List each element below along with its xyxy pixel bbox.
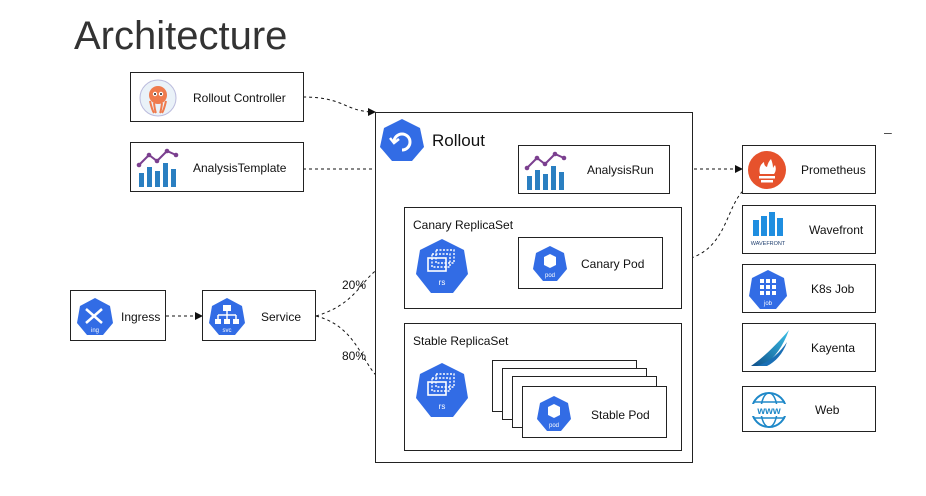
replicaset-icon: rs: [416, 363, 468, 417]
replicaset-icon: rs: [416, 239, 468, 293]
analysis-template-node: AnalysisTemplate: [130, 142, 304, 192]
kayenta-wing-icon: [751, 330, 789, 366]
www-text: www: [756, 406, 781, 417]
job-icon: job: [749, 270, 787, 309]
kayenta-label: Kayenta: [811, 341, 856, 355]
wavefront-logo-icon: WAVEFRONT: [751, 212, 786, 247]
rs-caption: rs: [439, 402, 446, 411]
argo-octopus-icon: [139, 79, 177, 117]
edge-controller-rollout: [302, 96, 376, 116]
prometheus-flame-icon: [748, 151, 786, 189]
wavefront-node: WAVEFRONT Wavefront: [742, 205, 876, 254]
canary-pod-node: pod Canary Pod: [518, 237, 663, 289]
canary-pod-label: Canary Pod: [581, 257, 645, 271]
canary-weight-label: 20%: [342, 278, 367, 292]
pod-caption: pod: [545, 273, 555, 279]
analysis-chart-icon: [136, 148, 179, 187]
web-label: Web: [815, 403, 840, 417]
service-icon: svc: [209, 298, 245, 335]
analysis-run-label: AnalysisRun: [587, 163, 654, 177]
job-caption: job: [763, 301, 773, 307]
rollout-label: Rollout: [432, 131, 485, 150]
stable-pod-node: pod Stable Pod: [522, 386, 667, 438]
web-node: www Web: [742, 386, 876, 432]
pod-icon: pod: [533, 246, 567, 281]
svc-caption: svc: [223, 328, 232, 334]
wavefront-label: Wavefront: [809, 223, 864, 237]
stable-weight-label: 80%: [342, 349, 367, 363]
prometheus-node: Prometheus: [742, 145, 876, 194]
minimize-mark: –: [884, 124, 892, 140]
k8s-job-node: job K8s Job: [742, 264, 876, 313]
canary-replicaset-label: Canary ReplicaSet: [413, 218, 514, 232]
kayenta-node: Kayenta: [742, 323, 876, 372]
wavefront-logo-text: WAVEFRONT: [751, 241, 786, 247]
pod-icon: pod: [537, 396, 571, 431]
service-node: svc Service: [202, 290, 316, 341]
k8s-job-label: K8s Job: [811, 282, 855, 296]
stable-pod-label: Stable Pod: [591, 408, 650, 422]
page-title: Architecture: [74, 14, 288, 58]
analysis-chart-icon: [524, 151, 567, 190]
rollout-controller-node: Rollout Controller: [130, 72, 304, 122]
globe-www-icon: www: [749, 392, 789, 428]
service-label: Service: [261, 310, 302, 324]
prometheus-label: Prometheus: [801, 163, 866, 177]
ingress-label: Ingress: [121, 310, 161, 324]
ingress-icon: ing: [77, 298, 113, 335]
stable-replicaset-label: Stable ReplicaSet: [413, 334, 509, 348]
pod-caption: pod: [549, 423, 559, 429]
analysis-template-label: AnalysisTemplate: [193, 161, 287, 175]
rollout-heptagon-icon: [380, 119, 424, 161]
rs-caption: rs: [439, 278, 446, 287]
analysis-run-node: AnalysisRun: [518, 145, 670, 194]
rollout-controller-label: Rollout Controller: [193, 91, 286, 105]
ingress-node: ing Ingress: [70, 290, 166, 341]
ing-caption: ing: [91, 328, 99, 334]
